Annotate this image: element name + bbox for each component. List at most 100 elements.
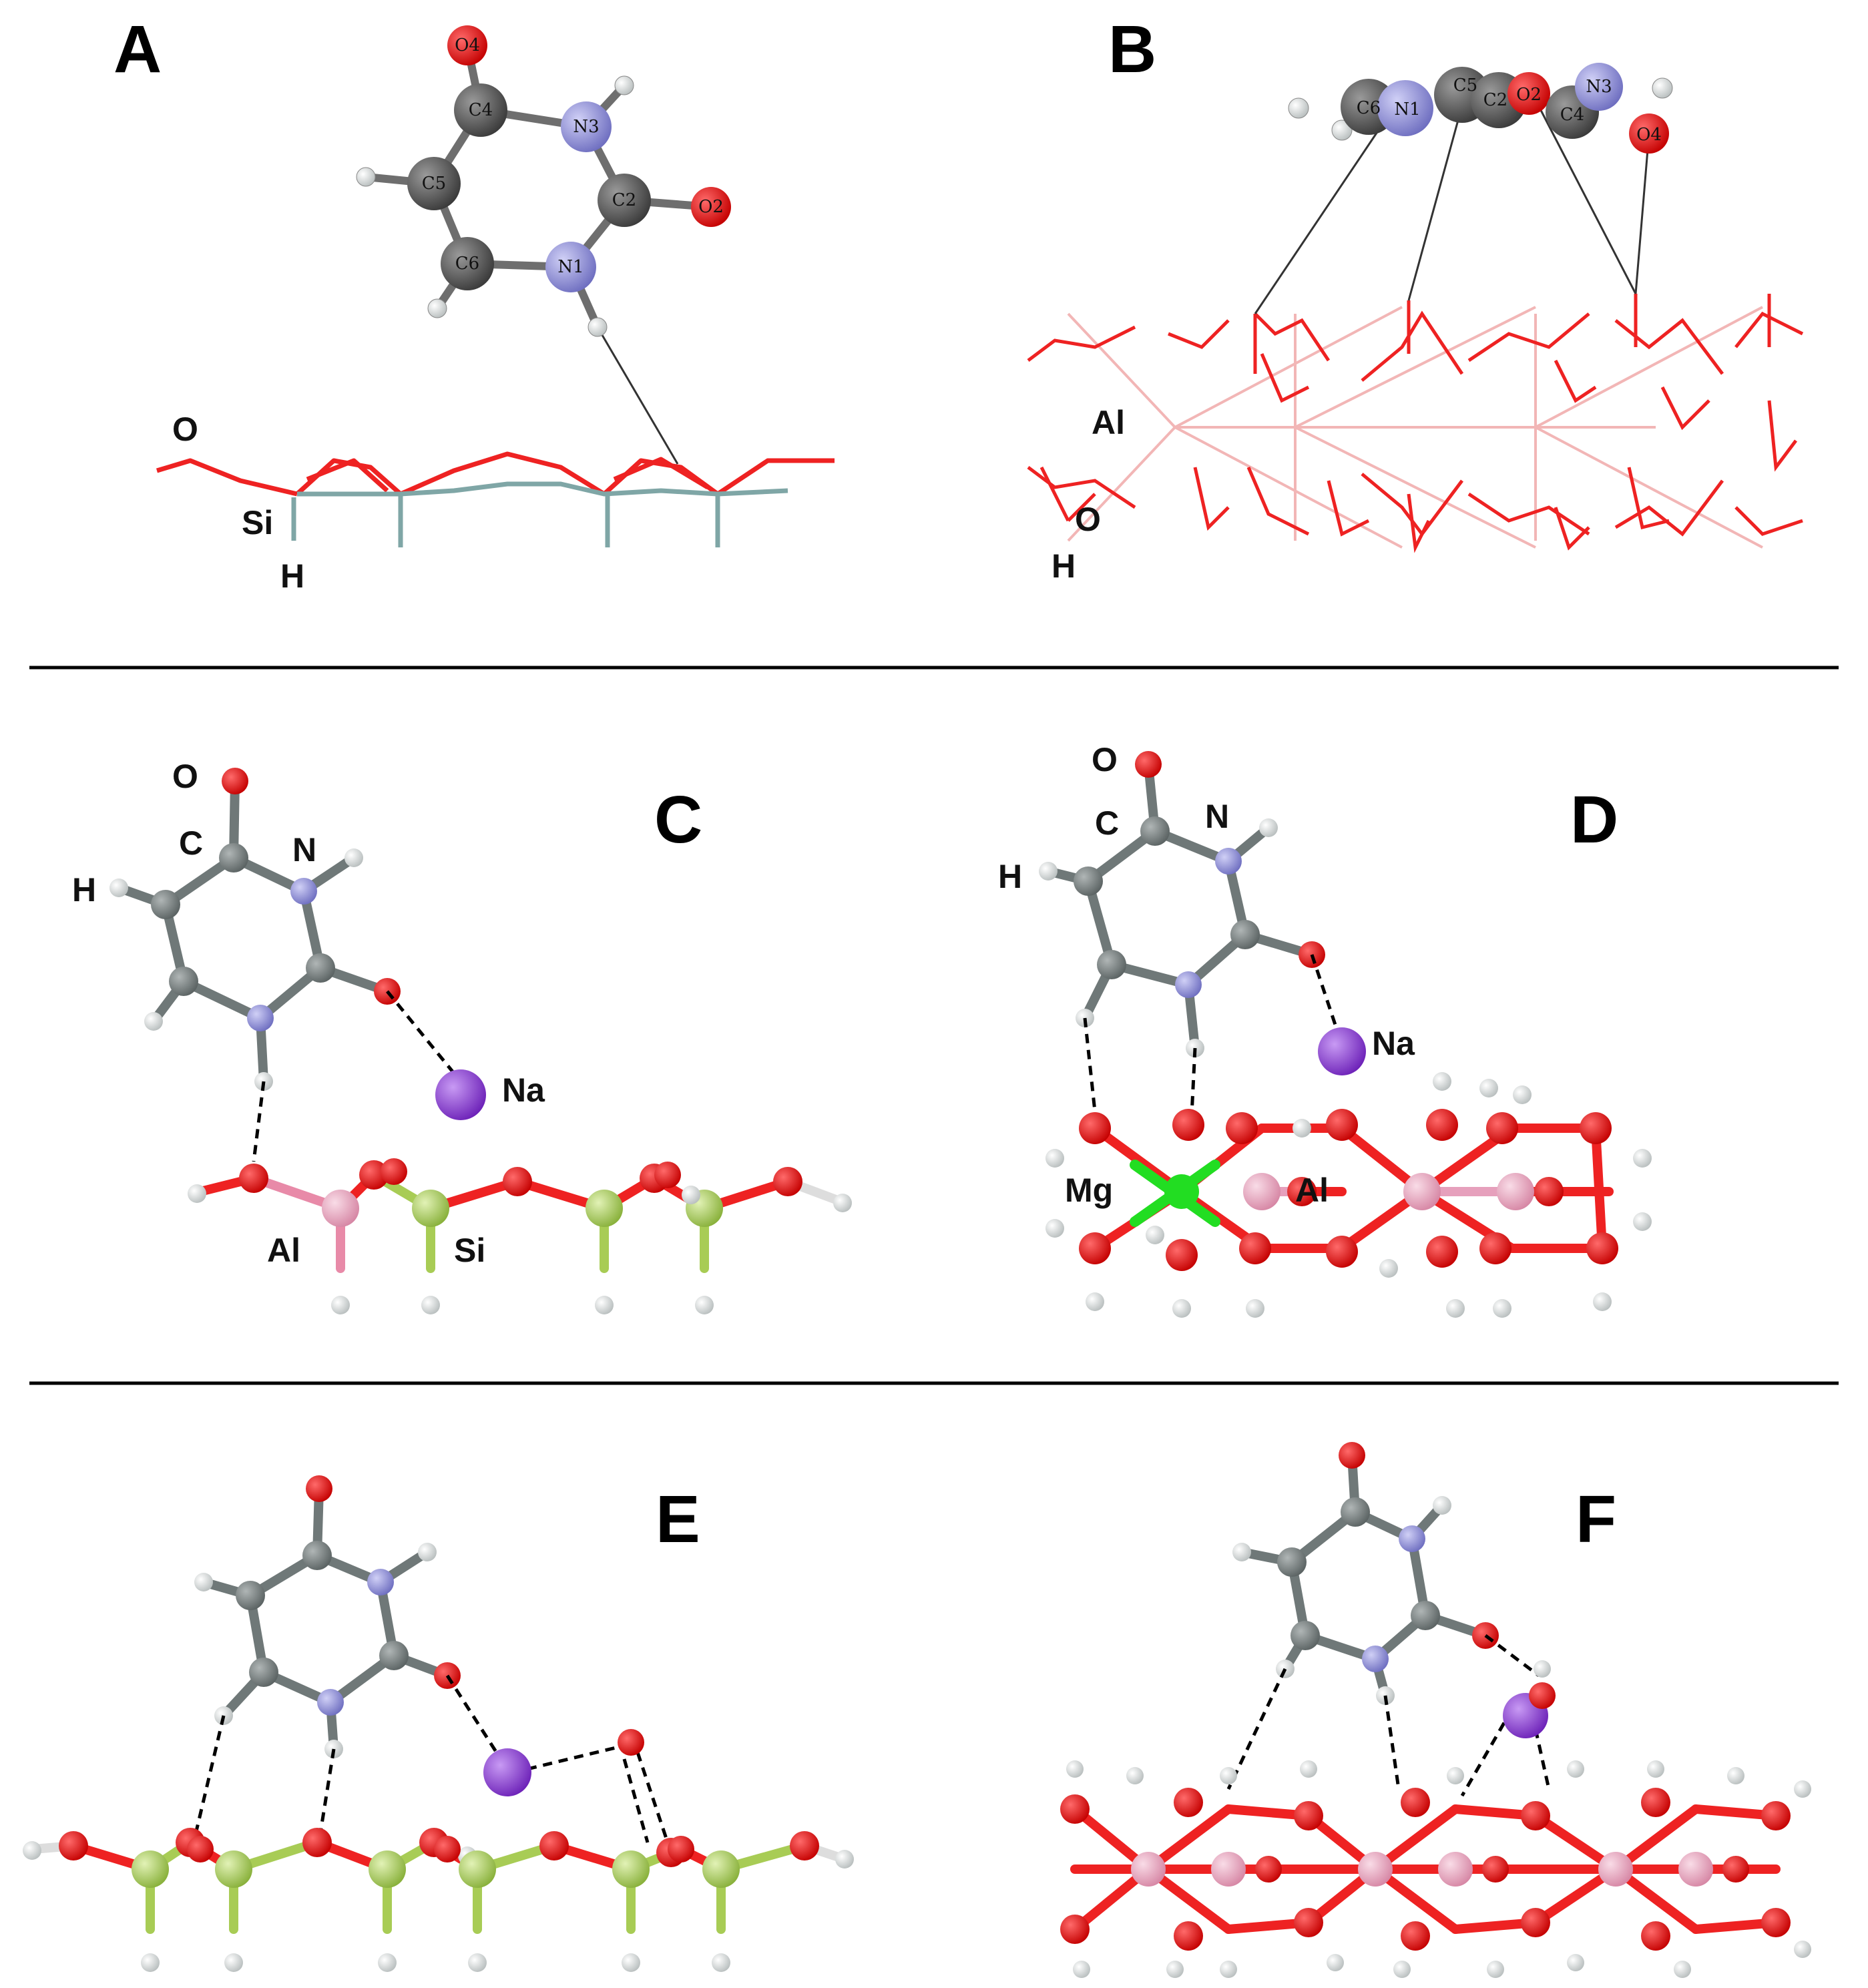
panel-c-atom-h xyxy=(109,879,128,897)
panel-e-atom-si xyxy=(369,1850,406,1888)
panel-f-atom-o xyxy=(1060,1915,1090,1944)
panel-e-atom-na xyxy=(483,1748,531,1796)
panel-b-label-h: H xyxy=(1052,547,1076,585)
panel-b-atom-label-n1: N1 xyxy=(1394,99,1420,119)
panel-f-oxygen-atoms xyxy=(1060,1788,1791,1951)
panel-e-atom-o xyxy=(790,1831,819,1860)
panel-c-atom-c xyxy=(169,967,198,996)
panel-a-label-si: Si xyxy=(242,504,273,541)
panel-c-atom-h xyxy=(695,1296,714,1314)
panel-b-atom-label-c4: C4 xyxy=(1560,105,1584,125)
panel-e-atom-h xyxy=(468,1953,487,1972)
panel-c-label-na: Na xyxy=(502,1071,545,1109)
panel-a-h-bond xyxy=(596,326,679,465)
panel-e-atom-si xyxy=(132,1850,169,1888)
panel-d-atom-h xyxy=(1479,1079,1498,1097)
panel-e-atom-si xyxy=(612,1850,650,1888)
panel-e-atom-si xyxy=(702,1850,740,1888)
panel-b-atom-n1 xyxy=(1377,80,1433,136)
panel-d-label-mg: Mg xyxy=(1065,1172,1113,1209)
panel-e-atom-o xyxy=(187,1836,214,1862)
panel-a-atom-label-n3: N3 xyxy=(573,117,599,137)
panel-a-atom-h6 xyxy=(427,298,447,318)
panel-f-atom-o xyxy=(1255,1856,1282,1883)
panel-e-atom-h xyxy=(378,1953,397,1972)
panel-d-atom-h xyxy=(1446,1299,1465,1318)
panel-f-atom-o xyxy=(1174,1921,1203,1951)
panel-b-interaction-line xyxy=(1254,99,1400,314)
panel-d-h-bond xyxy=(1190,1047,1197,1115)
panel-letter-c: C xyxy=(654,782,702,857)
panel-c-uracil xyxy=(109,768,401,1091)
panel-c-atom-h xyxy=(421,1296,440,1314)
panel-a-silica-surface xyxy=(156,451,835,547)
panel-f-h-bond xyxy=(1460,1708,1514,1797)
panel-b-label-o: O xyxy=(1075,501,1101,538)
panel-c-atom-na xyxy=(435,1069,486,1120)
panel-a-atom-c6 xyxy=(441,237,494,290)
panel-f-atom-h xyxy=(1393,1961,1411,1978)
panel-d-hydrogen-atoms xyxy=(1045,1072,1652,1318)
panel-b-uracil: C6 N1 C5 C2 O2 N3 C4 O4 xyxy=(1254,63,1673,314)
panel-d-atom-h xyxy=(1086,1292,1104,1311)
panel-e-atom-o-water xyxy=(618,1729,644,1756)
panel-f-atom-h xyxy=(1567,1760,1584,1778)
panel-b-atom-label-n3: N3 xyxy=(1586,77,1612,97)
panel-c-atom-c xyxy=(219,843,248,873)
panel-f-atom-c xyxy=(1341,1497,1370,1527)
panel-d-atom-h xyxy=(1045,1219,1064,1238)
panel-letter-a: A xyxy=(113,12,162,87)
panel-f-atom-o xyxy=(1722,1856,1749,1883)
panel-c-label-si: Si xyxy=(454,1232,485,1269)
panel-e-atom-o xyxy=(59,1831,88,1860)
panel-f-h-bond xyxy=(1226,1668,1287,1790)
panel-d-atom-h xyxy=(1633,1149,1652,1168)
panel-b-atom-label-o4: O4 xyxy=(1636,125,1662,145)
panel-d-atom-h xyxy=(1593,1292,1612,1311)
panel-letter-f: F xyxy=(1576,1482,1616,1557)
panel-f-atom-o xyxy=(1761,1908,1791,1937)
panel-d-uracil xyxy=(1039,751,1325,1057)
panel-a-atom-o4 xyxy=(447,25,487,65)
panel-a-atom-h3 xyxy=(614,75,634,95)
panel-c-label-o: O xyxy=(172,758,198,795)
panel-f-atom-al xyxy=(1438,1852,1473,1887)
panel-a-atom-label-c6: C6 xyxy=(455,254,479,274)
panel-e-atom-h xyxy=(622,1953,640,1972)
panel-e-h-bond xyxy=(318,1748,336,1833)
panel-a-label-h: H xyxy=(280,557,304,595)
panel-e-uracil xyxy=(194,1475,461,1758)
panel-c-label-al: Al xyxy=(267,1232,300,1269)
panel-e-atom-o xyxy=(434,1836,461,1862)
panel-f-atom-n xyxy=(1362,1646,1389,1672)
panel-e-atom-c xyxy=(249,1658,278,1687)
panel-f-atom-h xyxy=(1433,1496,1451,1515)
panel-f-atom-c xyxy=(1291,1621,1320,1650)
panel-b-atom-o4 xyxy=(1629,113,1669,154)
panel-f-atom-o xyxy=(1060,1794,1090,1824)
panel-f-atom-h xyxy=(1066,1760,1084,1778)
panel-d-atom-o xyxy=(1239,1232,1271,1264)
panel-a-label-o: O xyxy=(172,411,198,448)
panel-b-atom-h xyxy=(1652,77,1673,99)
panel-d-atom-o xyxy=(1079,1112,1111,1144)
panel-d-atom-o xyxy=(1135,751,1162,778)
panel-a-atom-label-c2: C2 xyxy=(612,190,636,210)
panel-b-atom-n3 xyxy=(1575,63,1623,111)
panel-c-atom-si xyxy=(586,1190,623,1227)
panel-e-h-bond xyxy=(622,1758,650,1843)
panel-f-atom-al xyxy=(1358,1852,1393,1887)
panel-b-interaction-line xyxy=(1531,93,1637,294)
panel-f-atom-n xyxy=(1399,1525,1425,1552)
panel-d-atom-o xyxy=(1287,1177,1317,1206)
panel-e-atom-c xyxy=(302,1541,332,1570)
panel-f-atom-o xyxy=(1641,1921,1670,1951)
panel-d-atom-c xyxy=(1097,950,1126,979)
panel-f-atom-h xyxy=(1300,1760,1317,1778)
panel-c-atom-o xyxy=(239,1164,268,1193)
panel-e-atom-c xyxy=(236,1581,265,1610)
panel-b-interaction-line xyxy=(1634,133,1650,294)
panel-a-atom-c2 xyxy=(598,174,651,227)
panel-c-label-c: C xyxy=(179,824,203,862)
panel-d-atom-c xyxy=(1140,816,1170,846)
